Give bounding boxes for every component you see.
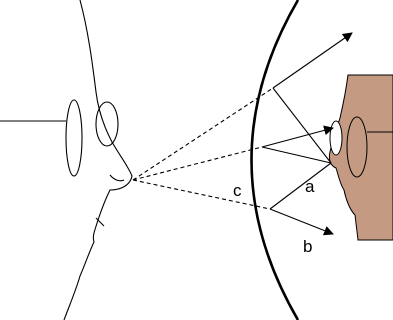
reflection-lens-back [346,116,368,178]
observer-glasses [0,99,119,177]
reflection-face [328,74,393,241]
observer-lens-front [95,101,119,147]
concave-mirror [250,0,300,320]
sight-line-middle [132,146,263,181]
reflection-lens-front [329,120,343,156]
ray-bottom-to-face [269,162,332,210]
reflection-head [328,74,393,241]
sight-lines [132,87,274,210]
observer-lens-back [65,99,83,177]
ray-middle-out [261,125,334,148]
observer-nostril [109,174,125,182]
observer-profile [63,0,133,320]
sight-line-bottom [132,179,271,210]
ray-middle-to-face [261,146,332,164]
label-c: c [233,181,242,200]
observer-mouth [95,217,105,227]
ray-top-out [272,32,353,89]
label-b: b [303,237,312,256]
ray-top-to-face [272,87,332,164]
observer-face-outline [63,0,133,320]
ray-bottom-out [269,208,334,236]
reflected-rays [261,32,353,236]
label-a: a [305,177,315,196]
